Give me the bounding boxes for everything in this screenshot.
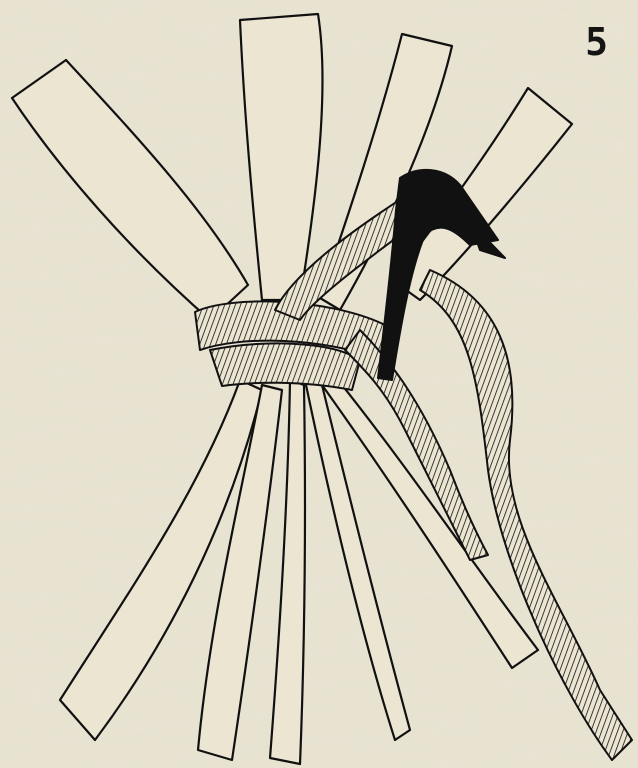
step-number: 5: [585, 20, 608, 64]
rope-wrap-lower: [210, 343, 360, 390]
